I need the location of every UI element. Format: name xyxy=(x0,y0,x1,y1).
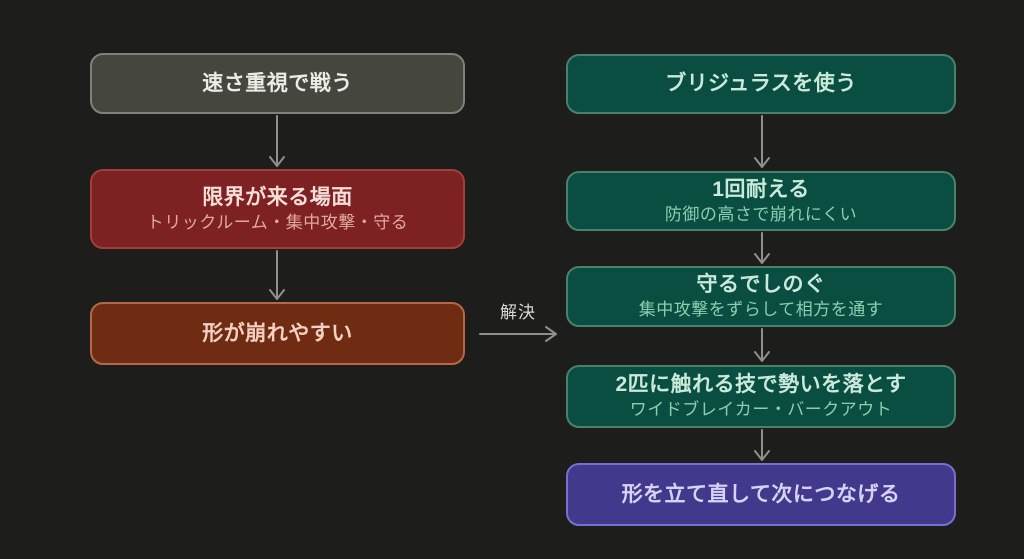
node-title: 守るでしのぐ xyxy=(696,273,826,297)
node-subtitle: ワイドブレイカー・バークアウト xyxy=(629,400,893,420)
node-title: 速さ重視で戦う xyxy=(202,71,353,95)
node-title: 形を立て直して次につなげる xyxy=(621,482,901,506)
node-spread-move-slowdown: 2匹に触れる技で勢いを落とす ワイドブレイカー・バークアウト xyxy=(566,365,956,428)
node-use-brijuras: ブリジュラスを使う xyxy=(566,54,956,114)
node-title: 限界が来る場面 xyxy=(202,185,353,209)
node-title: ブリジュラスを使う xyxy=(665,72,857,96)
node-title: 1回耐える xyxy=(712,177,810,201)
arrow-left-2-down xyxy=(269,250,285,300)
node-subtitle: 集中攻撃をずらして相方を通す xyxy=(638,300,884,320)
solution-arrow xyxy=(479,326,557,342)
arrow-right-2-down xyxy=(754,232,770,264)
node-rebuild-formation: 形を立て直して次につなげる xyxy=(566,463,956,526)
arrow-right-1-down xyxy=(754,115,770,168)
node-subtitle: トリックルーム・集中攻撃・守る xyxy=(146,212,409,232)
arrow-right-3-down xyxy=(754,328,770,362)
node-fight-speed-first: 速さ重視で戦う xyxy=(90,53,465,114)
node-limit-moments: 限界が来る場面 トリックルーム・集中攻撃・守る xyxy=(90,169,465,249)
node-formation-crumbles: 形が崩れやすい xyxy=(90,302,465,365)
node-stall-with-protect: 守るでしのぐ 集中攻撃をずらして相方を通す xyxy=(566,266,956,327)
node-subtitle: 防御の高さで崩れにくい xyxy=(664,204,858,224)
node-endure-once: 1回耐える 防御の高さで崩れにくい xyxy=(566,171,956,231)
node-title: 2匹に触れる技で勢いを落とす xyxy=(615,373,907,397)
arrow-left-1-down xyxy=(269,115,285,167)
arrow-right-4-down xyxy=(754,429,770,461)
node-title: 形が崩れやすい xyxy=(202,321,353,345)
solution-label: 解決 xyxy=(500,303,536,322)
